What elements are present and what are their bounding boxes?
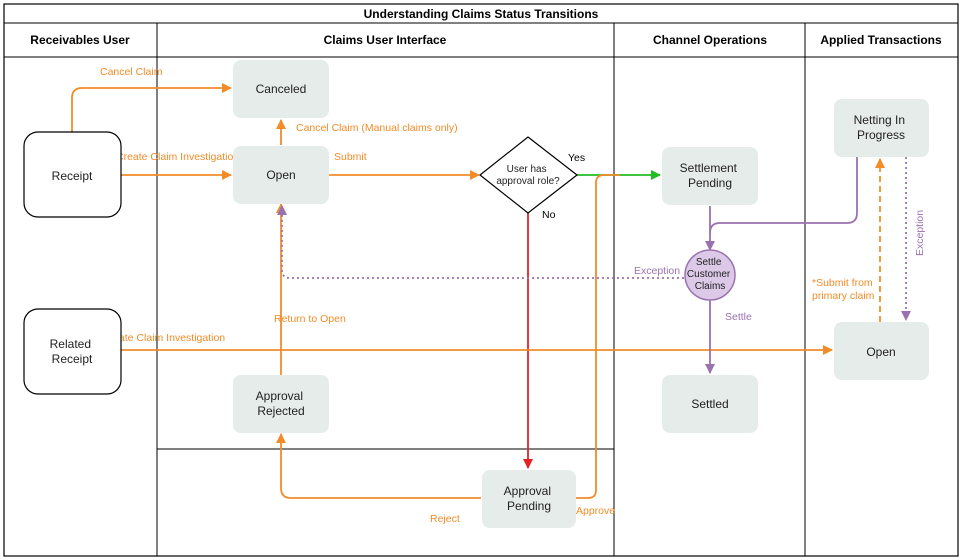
edge-reject — [276, 433, 481, 499]
lane-header-receivables-user: Receivables User — [30, 33, 130, 47]
edge-label-settle: Settle — [725, 311, 752, 323]
lane-header-claims-user-interface: Claims User Interface — [324, 33, 447, 47]
node-approval-rejected-label: Approval Rejected — [256, 389, 307, 418]
node-applied-open: Open — [834, 322, 929, 380]
node-canceled: Canceled — [233, 60, 329, 118]
node-approval-rejected-line: Approval — [256, 389, 303, 403]
node-approval-pending-line: Approval — [504, 484, 551, 498]
node-approval-pending-label: Approval Pending — [504, 484, 555, 513]
edge-cancel-claim — [71, 83, 232, 132]
edge-label-return-to-open: Return to Open — [274, 313, 346, 325]
node-settled-label: Settled — [691, 397, 728, 411]
node-approval-rejected-line: Rejected — [257, 404, 304, 418]
edge-exception-settle — [277, 205, 684, 279]
node-netting-in-progress-line: Progress — [857, 128, 905, 142]
edge-label-exception-left: Exception — [634, 265, 680, 277]
node-settle-customer-claims: Settle Customer Claims — [684, 249, 736, 301]
edge-approve — [576, 174, 620, 499]
node-receipt: Receipt — [23, 131, 122, 218]
edge-label-reject: Reject — [430, 513, 460, 525]
node-approval-pending-line: Pending — [507, 499, 551, 513]
lane-header-applied-transactions: Applied Transactions — [820, 33, 942, 47]
node-open: Open — [233, 146, 329, 204]
node-related-receipt: Related Receipt — [23, 308, 122, 395]
edge-label-no: No — [542, 209, 556, 221]
node-applied-open-label: Open — [866, 345, 895, 359]
node-settlement-pending-label: Settlement Pending — [680, 161, 741, 190]
node-approval-pending: Approval Pending — [482, 470, 576, 528]
node-decision-line: User has — [507, 164, 547, 175]
pool-frame — [3, 3, 959, 557]
edge-label-cancel-claim-manual: Cancel Claim (Manual claims only) — [296, 122, 458, 134]
edge-label-submit-from-primary: *Submit from primary claim — [812, 277, 876, 302]
edge-label-approve: Approve — [576, 505, 615, 517]
node-related-receipt-line: Related — [50, 337, 91, 351]
edge-label-submit-from-primary-line: *Submit from — [812, 277, 873, 289]
node-settle-customer-claims-line: Settle — [696, 257, 722, 268]
node-netting-in-progress: Netting In Progress — [834, 99, 929, 157]
node-settled: Settled — [662, 375, 758, 433]
edge-label-create-claim-investigation-related: Create Claim Investigation — [102, 332, 225, 344]
node-related-receipt-line: Receipt — [52, 352, 93, 366]
edge-label-submit-from-primary-line: primary claim — [812, 290, 875, 302]
node-settle-customer-claims-line: Claims — [695, 281, 726, 292]
node-decision: User has approval role? — [479, 136, 578, 214]
node-netting-in-progress-line: Netting In — [854, 113, 905, 127]
node-netting-in-progress-label: Netting In Progress — [854, 113, 909, 142]
node-receipt-label: Receipt — [52, 169, 93, 183]
edge-label-submit: Submit — [334, 151, 367, 163]
edge-label-exception-right: Exception — [914, 210, 926, 256]
node-related-receipt-label: Related Receipt — [50, 337, 95, 366]
edge-label-yes: Yes — [568, 152, 585, 164]
edge-netting-to-settle — [709, 157, 858, 234]
node-decision-label: User has approval role? — [496, 164, 560, 187]
diagram-title: Understanding Claims Status Transitions — [364, 7, 599, 21]
node-settle-customer-claims-label: Settle Customer Claims — [687, 257, 733, 292]
node-settlement-pending-line: Settlement — [680, 161, 738, 175]
edge-label-create-claim-investigation: Create Claim Investigation — [116, 151, 239, 163]
node-approval-rejected: Approval Rejected — [233, 375, 329, 433]
node-settlement-pending-line: Pending — [688, 176, 732, 190]
edge-label-cancel-claim: Cancel Claim — [100, 66, 163, 78]
node-decision-line: approval role? — [496, 176, 560, 187]
node-canceled-label: Canceled — [256, 82, 307, 96]
lane-header-channel-operations: Channel Operations — [653, 33, 767, 47]
node-settle-customer-claims-line: Customer — [687, 269, 731, 280]
node-settlement-pending: Settlement Pending — [662, 147, 758, 205]
node-open-label: Open — [266, 168, 295, 182]
